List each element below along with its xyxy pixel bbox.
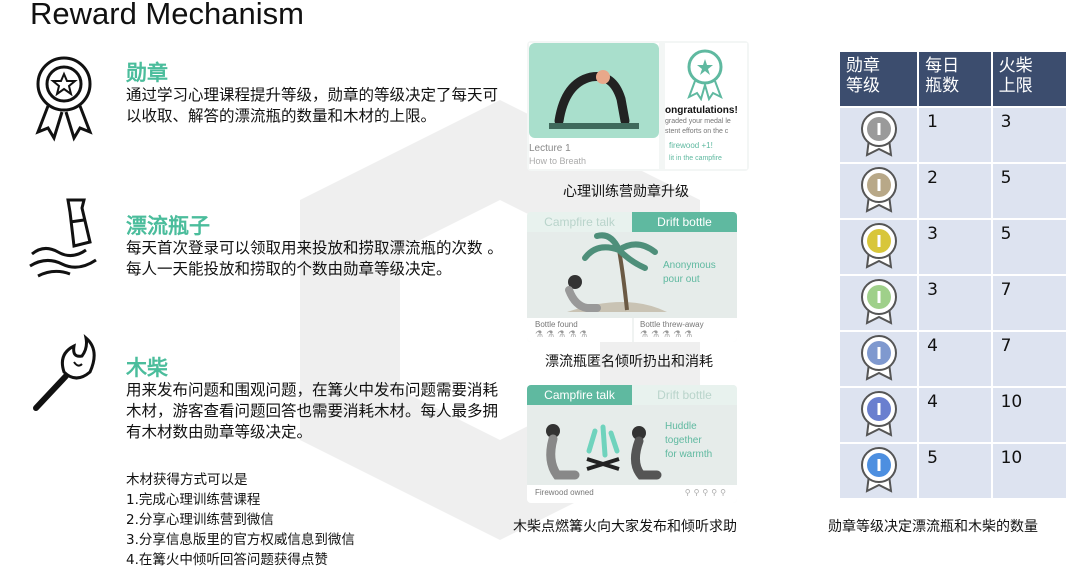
screenshot-medal-upgrade: Lecture 1 How to Breath ongratulations! … [527,41,749,171]
screenshot-caption: 木柴点燃篝火向大家发布和倾听求助 [513,519,737,535]
ways-heading: 木材获得方式可以是 [126,472,248,488]
screenshot-campfire: Campfire talk Drift bottle Huddle togeth… [527,385,737,503]
ways-item: 3.分享信息版里的官方权威信息到微信 [126,532,355,548]
prompt-text: Anonymous [663,260,716,271]
stat-label: Bottle found [535,320,578,329]
level-medal-icon [860,166,897,213]
firewood-ways: 木材获得方式可以是 1.完成心理训练营课程 2.分享心理训练营到微信 3.分享信… [126,470,355,570]
tab-drift-bottle[interactable]: Drift bottle [632,385,737,405]
stat-bottle-found: Bottle found ⚗⚗⚗⚗⚗ [527,318,632,342]
medal-cell [837,330,920,388]
header-daily-bottles: 每日瓶数 [917,50,993,108]
lecture-card: Lecture 1 How to Breath [529,43,659,169]
match-icon [33,334,96,411]
feature-title: 勋章 [126,61,168,85]
island-illustration [527,232,737,318]
medal-cell [837,162,920,220]
header-label: 火柴上限 [998,56,1033,96]
prompt-text[interactable]: pour out [663,274,700,285]
medal-icon [35,56,93,142]
congrats-text: graded your medal le [665,118,731,125]
lecture-title: Lecture 1 [529,143,571,154]
campfire-illustration [527,405,737,485]
match-limit-cell: 5 [990,218,1069,276]
header-medal-level: 勋章等级 [837,50,920,108]
tab-bar: Campfire talk Drift bottle [527,212,737,232]
drift-bottle-icon [29,198,97,278]
daily-bottles-cell: 2 [917,162,993,220]
daily-bottles-cell: 3 [917,274,993,332]
screenshot-caption: 漂流瓶匿名倾听扔出和消耗 [545,354,713,370]
match-limit-cell: 7 [990,330,1069,388]
reward-subtext: lit in the campfire [669,155,722,162]
prompt-text[interactable]: for warmth [665,449,713,460]
feature-title: 漂流瓶子 [126,214,210,238]
level-medal-icon [860,222,897,269]
daily-bottles-cell: 3 [917,218,993,276]
stat-label: Bottle threw-away [640,320,704,329]
medal-cell [837,274,920,332]
header-label: 勋章等级 [846,56,880,96]
medal-cell [837,442,920,500]
daily-bottles-cell: 1 [917,106,993,164]
match-limit-cell: 7 [990,274,1069,332]
prompt-text: Huddle [665,421,697,432]
table-caption: 勋章等级决定漂流瓶和木柴的数量 [828,519,1038,535]
congrats-text: stent efforts on the c [665,128,729,135]
reward-text: firewood +1! [669,141,713,150]
match-icons: ⚲⚲⚲⚲⚲ [684,488,729,497]
screenshot-caption: 心理训练营勋章升级 [563,184,689,200]
header-label: 每日瓶数 [925,56,960,96]
tab-campfire-talk[interactable]: Campfire talk [527,212,632,232]
bottle-icons: ⚗⚗⚗⚗⚗ [535,329,591,339]
tab-bar: Campfire talk Drift bottle [527,385,737,405]
level-medal-icon [860,390,897,437]
level-medal-icon [860,110,897,157]
congrats-heading: ongratulations! [665,105,738,116]
congrats-card: ongratulations! graded your medal le ste… [665,43,747,169]
feature-description: 用来发布问题和围观问题，在篝火中发布问题需要消耗木材，游客查看问题回答也需要消耗… [126,381,499,441]
header-match-limit: 火柴上限 [990,50,1069,108]
daily-bottles-cell: 4 [917,386,993,444]
daily-bottles-cell: 5 [917,442,993,500]
match-limit-cell: 10 [990,442,1069,500]
stat-label: Firewood owned [535,488,594,497]
page-title: Reward Mechanism [30,0,304,31]
medal-cell [837,106,920,164]
ways-item: 2.分享心理训练营到微信 [126,512,274,528]
medal-badge-icon [687,49,723,101]
level-medal-icon [860,334,897,381]
feature-description: 通过学习心理课程提升等级，勋章的等级决定了每天可以收取、解答的漂流瓶的数量和木材… [126,86,499,125]
daily-bottles-cell: 4 [917,330,993,388]
medal-cell [837,386,920,444]
match-limit-cell: 3 [990,106,1069,164]
ways-item: 4.在篝火中倾听回答问题获得点赞 [126,552,328,568]
stat-bottle-thrown: Bottle threw-away ⚗⚗⚗⚗⚗ [634,318,737,342]
yoga-illustration [529,43,659,138]
ways-item: 1.完成心理训练营课程 [126,492,261,508]
tab-campfire-talk[interactable]: Campfire talk [527,385,632,405]
match-limit-cell: 10 [990,386,1069,444]
level-medal-icon [860,446,897,493]
level-medal-icon [860,278,897,325]
feature-description: 每天首次登录可以领取用来投放和捞取漂流瓶的次数 。每人一天能投放和捞取的个数由勋… [126,239,503,278]
bottle-icons: ⚗⚗⚗⚗⚗ [640,329,696,339]
feature-title: 木柴 [126,356,168,380]
lecture-subtitle: How to Breath [529,156,587,166]
prompt-text: together [665,435,702,446]
match-limit-cell: 5 [990,162,1069,220]
screenshot-drift-bottle: Campfire talk Drift bottle Anonymous pou… [527,212,737,342]
medal-cell [837,218,920,276]
stat-firewood-owned: Firewood owned ⚲⚲⚲⚲⚲ [527,485,737,503]
tab-drift-bottle[interactable]: Drift bottle [632,212,737,232]
